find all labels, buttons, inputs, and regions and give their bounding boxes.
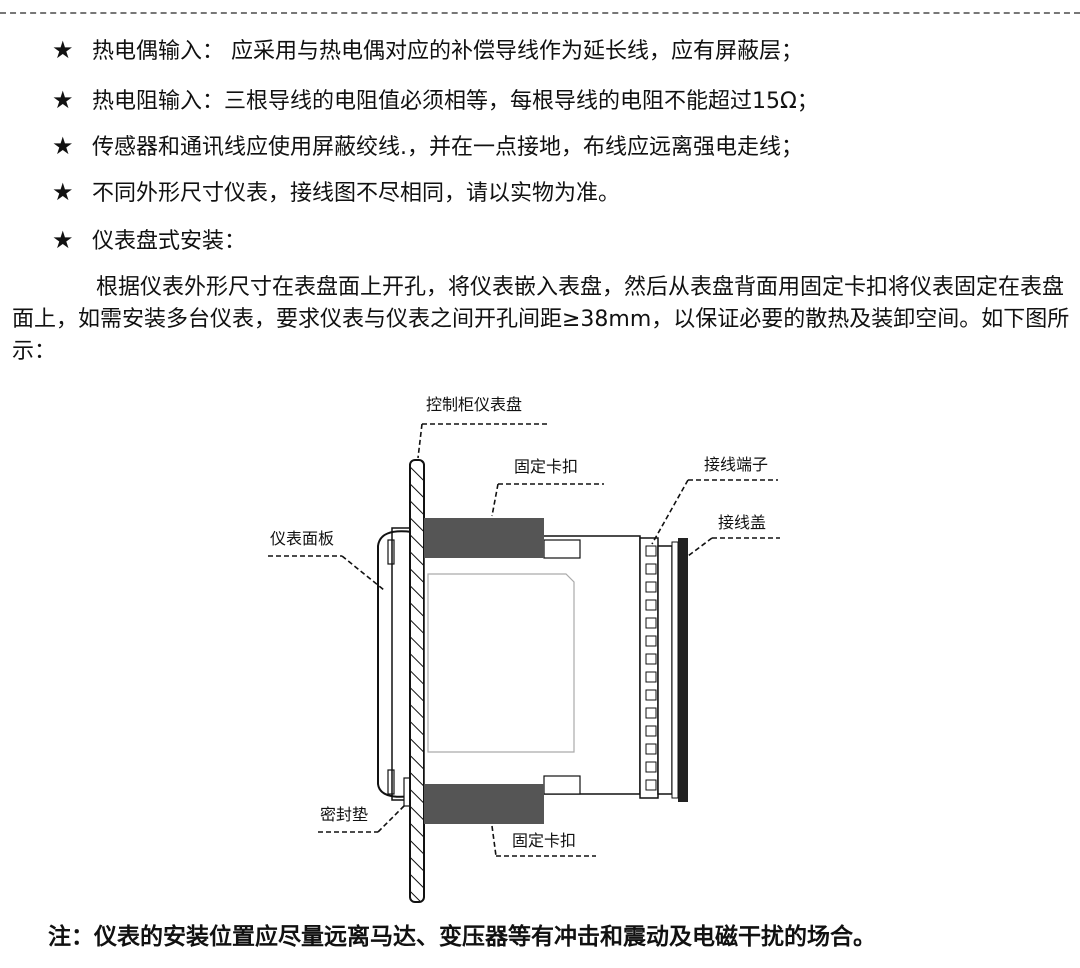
install-paragraph: 根据仪表外形尺寸在表盘面上开孔，将仪表嵌入表盘，然后从表盘背面用固定卡扣将仪表固…	[12, 272, 1072, 368]
label-instrument-panel: 仪表面板	[270, 529, 334, 548]
label-fixing-clip-top: 固定卡扣	[514, 457, 578, 476]
bullet-thermocouple: ★ 热电偶输入： 应采用与热电偶对应的补偿导线作为延长线，应有屏蔽层；	[52, 36, 803, 66]
star-icon: ★	[52, 226, 74, 254]
bullet-text: 不同外形尺寸仪表，接线图不尽相同，请以实物为准。	[92, 181, 621, 206]
star-icon: ★	[52, 178, 74, 206]
bullet-rtd: ★ 热电阻输入：三根导线的电阻值必须相等，每根导线的电阻不能超过15Ω；	[52, 86, 819, 116]
instrument-body	[423, 535, 641, 795]
top-dashed-rule	[0, 12, 1080, 14]
install-paragraph-text: 根据仪表外形尺寸在表盘面上开孔，将仪表嵌入表盘，然后从表盘背面用固定卡扣将仪表固…	[12, 275, 1070, 364]
terminal-block	[639, 537, 659, 799]
bullet-shielded-cable: ★ 传感器和通讯线应使用屏蔽绞线.，并在一点接地，布线应远离强电走线；	[52, 132, 803, 162]
install-note: 注：仪表的安装位置应尽量远离马达、变压器等有冲击和震动及电磁干扰的场合。	[48, 924, 876, 950]
bullet-text: 仪表盘式安装：	[92, 229, 247, 254]
fixing-clip-top	[424, 518, 544, 558]
bullet-text: 热电偶输入： 应采用与热电偶对应的补偿导线作为延长线，应有屏蔽层；	[92, 39, 803, 64]
panel-mount-diagram: 控制柜仪表盘 固定卡扣 接线端子 仪表面板 接线盖 密封垫 固定卡扣	[268, 395, 780, 903]
bullet-text: 传感器和通讯线应使用屏蔽绞线.，并在一点接地，布线应远离强电走线；	[92, 135, 803, 160]
label-terminal-cover: 接线盖	[718, 513, 766, 532]
label-control-panel: 控制柜仪表盘	[426, 395, 522, 414]
bullet-text: 热电阻输入：三根导线的电阻值必须相等，每根导线的电阻不能超过15Ω；	[92, 89, 819, 114]
label-terminal: 接线端子	[704, 455, 768, 474]
star-icon: ★	[52, 86, 74, 114]
label-fixing-clip-bottom: 固定卡扣	[512, 831, 576, 850]
leader-lines	[268, 423, 780, 857]
instrument-front-panel	[377, 527, 413, 801]
star-icon: ★	[52, 132, 74, 160]
control-panel-plate	[409, 459, 425, 903]
label-gasket: 密封垫	[320, 805, 368, 824]
bullet-panel-mount: ★ 仪表盘式安装：	[52, 226, 246, 256]
star-icon: ★	[52, 36, 74, 64]
fixing-clip-bottom	[424, 784, 544, 824]
bullet-wiring-diagram: ★ 不同外形尺寸仪表，接线图不尽相同，请以实物为准。	[52, 178, 620, 208]
terminal-cover	[657, 538, 688, 802]
